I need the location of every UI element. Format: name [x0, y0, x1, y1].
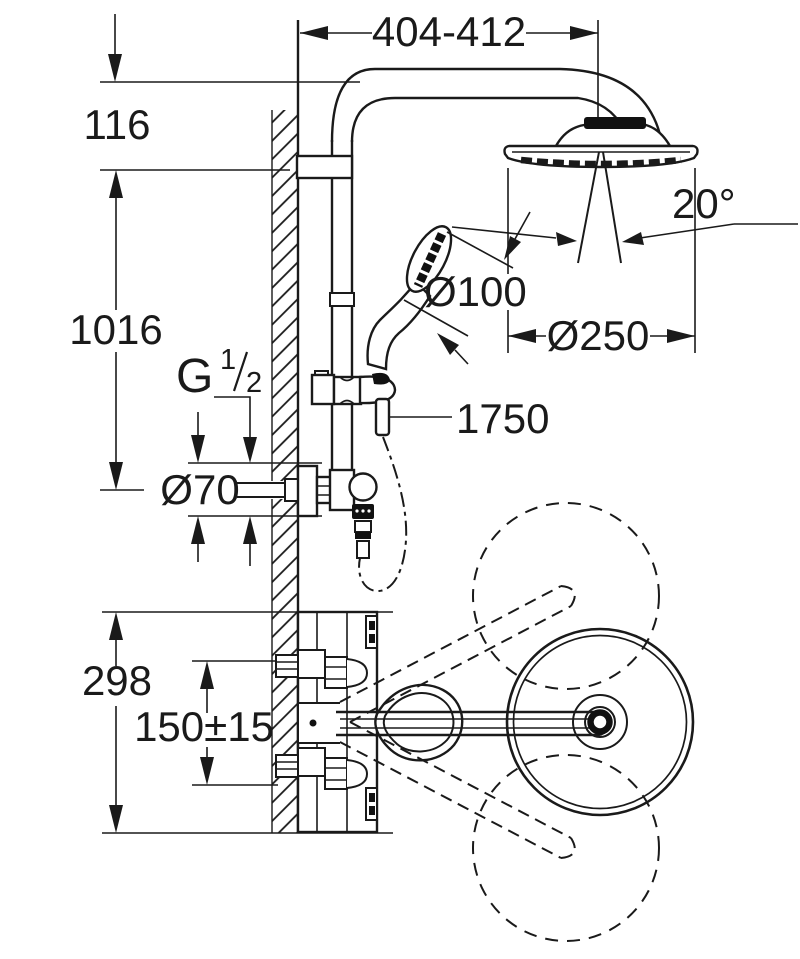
head-top-view — [505, 627, 695, 817]
dim-label-thread-denominator: 2 — [246, 367, 262, 399]
hand-shower — [366, 225, 453, 371]
dimension-width-range: 404-412 — [300, 8, 599, 122]
spray-line-left — [577, 151, 600, 264]
dim-label-connection-spacing: 150±15 — [134, 703, 274, 750]
head-shower — [503, 117, 699, 264]
wall-hatch — [272, 110, 298, 833]
pivot-dot — [309, 719, 317, 727]
wall-section — [271, 20, 300, 833]
swivel-position-lower — [472, 754, 660, 942]
handle-end — [372, 372, 390, 385]
dimension-hand-shower-diameter: Ø100 — [403, 211, 531, 365]
hose-connector — [356, 540, 370, 559]
valve-body-top — [275, 610, 379, 834]
shower-rail — [329, 140, 355, 472]
dim-label-hand-shower-diameter: Ø100 — [424, 268, 527, 315]
escutcheon — [296, 464, 319, 518]
dimension-arm-drop: 116 — [84, 14, 360, 198]
wall-fitting — [284, 478, 299, 502]
dim-label-thread-prefix: G — [176, 350, 213, 403]
dim-label-escutcheon-diameter: Ø70 — [160, 466, 239, 513]
swivel-position-upper — [472, 502, 660, 690]
slider-holder — [310, 370, 397, 437]
dimension-connection-spacing: 150±15 — [134, 660, 278, 786]
dim-label-thread-numerator: 1 — [220, 344, 236, 376]
spray-line-right — [602, 151, 622, 264]
wall-bracket — [295, 154, 354, 180]
holder-clamp — [332, 375, 363, 406]
dim-label-body-height: 298 — [82, 657, 152, 704]
dim-label-spray-angle: 20° — [672, 180, 736, 227]
holder-knob — [310, 373, 336, 406]
thermostat-valve-front — [296, 464, 378, 559]
hand-shower-face — [413, 232, 447, 288]
hand-shower-handle — [366, 280, 432, 371]
ball-joint-collar — [584, 117, 646, 129]
dimension-hose-length: 1750 — [389, 395, 549, 442]
swivel-teardrop — [374, 683, 464, 762]
dim-label-head-diameter: Ø250 — [547, 312, 650, 359]
dimension-spray-angle: 20° — [451, 180, 798, 246]
diverter-knob — [348, 472, 378, 502]
head-outline-outer — [505, 627, 695, 817]
nozzle-band — [520, 156, 682, 168]
head-outline-inner — [512, 634, 688, 810]
dimension-thread: G 1 2 — [176, 344, 262, 566]
hand-shower-hose — [358, 436, 408, 593]
dimension-head-diameter: Ø250 — [507, 168, 696, 359]
dim-label-hose-length: 1750 — [456, 395, 549, 442]
dimension-body-height: 298 — [82, 611, 393, 834]
top-view: 298 150±15 — [82, 502, 695, 942]
rail-joint — [329, 292, 355, 307]
dim-label-arm-drop: 116 — [84, 101, 151, 148]
union-bottom — [275, 747, 369, 790]
dim-label-width-range: 404-412 — [372, 8, 526, 55]
dimension-escutcheon-diameter: Ø70 — [160, 412, 322, 562]
union-top — [275, 649, 369, 689]
front-view: 404-412 116 1016 — [69, 8, 798, 593]
swivel-range-circles — [339, 502, 660, 942]
hose-outlet — [374, 397, 391, 437]
head-center-joint — [587, 709, 613, 735]
supply-connection — [237, 478, 299, 502]
dimension-rail-height: 1016 — [69, 198, 163, 491]
dim-label-rail-height: 1016 — [69, 306, 162, 353]
